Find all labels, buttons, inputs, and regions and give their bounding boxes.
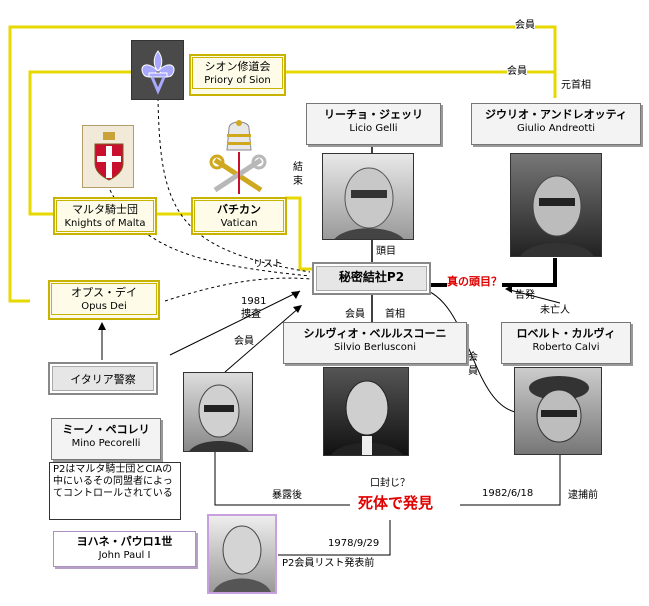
label-accusation: 告発	[515, 290, 535, 301]
fleur-de-lis-icon	[131, 40, 184, 100]
label-kai: 会	[468, 352, 478, 363]
vatican-emblem-icon	[205, 120, 273, 195]
p2-label: 秘密結社P2	[338, 270, 405, 284]
label-member-pecorelli: 会員	[234, 336, 254, 347]
node-italian-police: イタリア警察	[48, 362, 158, 395]
label-member-sion: 会員	[507, 66, 527, 78]
dashed-opus-p2	[164, 277, 313, 302]
calvi-jp-label: ロベルト・カルヴィ	[516, 327, 616, 340]
berlusconi-jp-label: シルヴィオ・ベルルスコーニ	[303, 327, 447, 340]
node-giulio-andreotti: ジウリオ・アンドレオッティ Giulio Andreotti	[471, 103, 641, 145]
vatican-en-label: Vatican	[220, 218, 258, 229]
label-1981: 1981	[241, 296, 267, 307]
arrow-police-p2	[169, 290, 301, 356]
pecorelli-en-label: Mino Pecorelli	[71, 438, 141, 449]
node-mino-pecorelli: ミーノ・ペコレリ Mino Pecorelli	[51, 418, 161, 460]
police-label: イタリア警察	[70, 373, 136, 386]
arrow-pecorelli-p2	[224, 306, 301, 373]
node-licio-gelli: リーチョ・ジェッリ Licio Gelli	[306, 103, 441, 145]
priory-jp-label: シオン修道会	[204, 60, 271, 73]
line-johnpaul-found	[278, 520, 391, 556]
node-vatican: バチカン Vatican	[191, 197, 287, 235]
giulio-andreotti-photo	[510, 153, 602, 257]
label-after-exposure: 暴露後	[272, 490, 302, 501]
vatican-jp-label: バチカン	[217, 203, 261, 216]
opus-en-label: Opus Dei	[81, 301, 127, 312]
gelli-en-label: Licio Gelli	[349, 123, 398, 134]
label-soku: 束	[293, 176, 303, 188]
label-found-dead: 死体で発見	[358, 494, 434, 512]
node-silvio-berlusconi: シルヴィオ・ベルルスコーニ Silvio Berlusconi	[283, 322, 467, 364]
node-knights-of-malta: マルタ騎士団 Knights of Malta	[53, 197, 157, 235]
label-silenced: 口封じ？	[370, 478, 410, 489]
label-prime-minister: 首相	[385, 309, 405, 320]
johnpaul-jp-label: ヨハネ・パウロ1世	[76, 535, 173, 548]
licio-gelli-photo	[322, 153, 414, 240]
john-paul-i-photo	[207, 514, 277, 594]
silvio-berlusconi-photo	[323, 367, 409, 456]
label-in: 員	[468, 366, 478, 377]
dashed-sion-p2	[157, 97, 311, 273]
p2-control-note: P2はマルタ騎士団とCIAの中にいるその同盟者によってコントロールされている	[49, 462, 181, 520]
node-john-paul-i: ヨハネ・パウロ1世 John Paul I	[53, 531, 196, 567]
berlusconi-en-label: Silvio Berlusconi	[333, 342, 417, 353]
node-opus-dei: オプス・デイ Opus Dei	[48, 280, 160, 320]
pecorelli-jp-label: ミーノ・ペコレリ	[62, 423, 150, 436]
arrow-calvi-p2	[509, 289, 561, 304]
opus-jp-label: オプス・デイ	[71, 286, 137, 299]
mino-pecorelli-photo	[183, 372, 253, 452]
andreotti-jp-label: ジウリオ・アンドレオッティ	[485, 108, 627, 121]
node-p2-secret-society: 秘密結社P2	[312, 262, 431, 295]
label-date-calvi: 1982/6/18	[482, 488, 534, 499]
line-opus-member-top	[8, 25, 557, 303]
label-member-p2: 会員	[345, 309, 365, 320]
label-leader: 頭目	[376, 246, 396, 257]
node-priory-of-sion: シオン修道会 Priory of Sion	[189, 54, 286, 96]
node-roberto-calvi: ロベルト・カルヴィ Roberto Calvi	[501, 322, 631, 364]
label-former-pm: 元首相	[561, 80, 591, 91]
label-date-johnpaul: 1978/9/29	[328, 538, 380, 549]
line-pecorelli-found	[214, 450, 350, 506]
label-before-arrest: 逮捕前	[568, 490, 598, 501]
label-true-leader: 真の頭目？	[447, 275, 502, 288]
line-calvi-found	[460, 430, 561, 506]
line-p2-calvi-member	[419, 287, 516, 413]
label-member-top: 会員	[515, 20, 535, 32]
label-ketsu: 結	[293, 162, 303, 174]
line-vatican-p2	[285, 196, 315, 271]
label-before-list-publication: P2会員リスト発表前	[282, 558, 375, 569]
malta-en-label: Knights of Malta	[64, 218, 146, 229]
malta-coat-of-arms-icon	[82, 125, 134, 188]
calvi-en-label: Roberto Calvi	[532, 342, 600, 353]
andreotti-en-label: Giulio Andreotti	[516, 123, 596, 134]
roberto-calvi-photo	[514, 367, 602, 455]
line-sion-malta	[28, 70, 155, 216]
johnpaul-en-label: John Paul I	[98, 550, 151, 561]
malta-jp-label: マルタ騎士団	[72, 203, 138, 216]
label-investigation: 捜査	[241, 309, 261, 320]
label-list: リスト	[253, 259, 283, 270]
gelli-jp-label: リーチョ・ジェッリ	[324, 108, 423, 121]
label-widow: 未亡人	[540, 305, 570, 316]
priory-en-label: Priory of Sion	[204, 75, 271, 86]
